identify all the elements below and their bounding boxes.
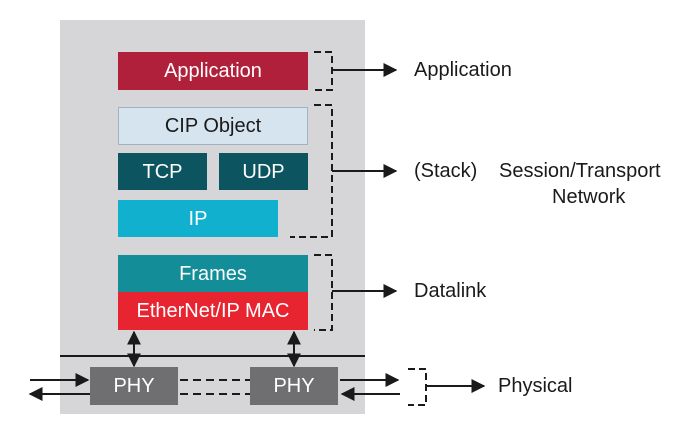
application-bracket	[314, 51, 333, 91]
tcp-box-label: TCP	[142, 160, 183, 183]
datalink-bracket	[314, 254, 333, 331]
left-phy-box: PHY	[90, 367, 178, 405]
ip-box: IP	[118, 200, 278, 237]
physical-bracket	[408, 368, 427, 406]
application-layer-label: Application	[414, 59, 512, 81]
ethernet-ip-mac-box-label: EtherNet/IP MAC	[136, 300, 290, 322]
network-label: Network	[552, 186, 626, 208]
session-transport-label: Session/Transport	[499, 160, 661, 182]
stack-prefix-label: (Stack)	[414, 160, 478, 182]
tcp-box: TCP	[118, 153, 207, 190]
left-phy-box-label: PHY	[113, 375, 155, 397]
udp-box: UDP	[219, 153, 308, 190]
physical-layer-label: Physical	[498, 375, 573, 397]
application-box: Application	[118, 52, 308, 90]
right-phy-box: PHY	[250, 367, 338, 405]
ip-box-label: IP	[188, 207, 208, 230]
frames-box: Frames	[118, 255, 308, 292]
cip-object-box-label: CIP Object	[164, 115, 262, 137]
udp-box-label: UDP	[242, 160, 285, 183]
stack-bracket	[290, 104, 333, 238]
datalink-layer-label: Datalink	[414, 280, 487, 302]
application-box-label: Application	[164, 60, 262, 82]
ethernet-ip-mac-box: EtherNet/IP MAC	[118, 292, 308, 330]
right-phy-box-label: PHY	[273, 375, 315, 397]
frames-box-label: Frames	[179, 262, 247, 285]
cip-object-box: CIP Object	[118, 107, 308, 145]
